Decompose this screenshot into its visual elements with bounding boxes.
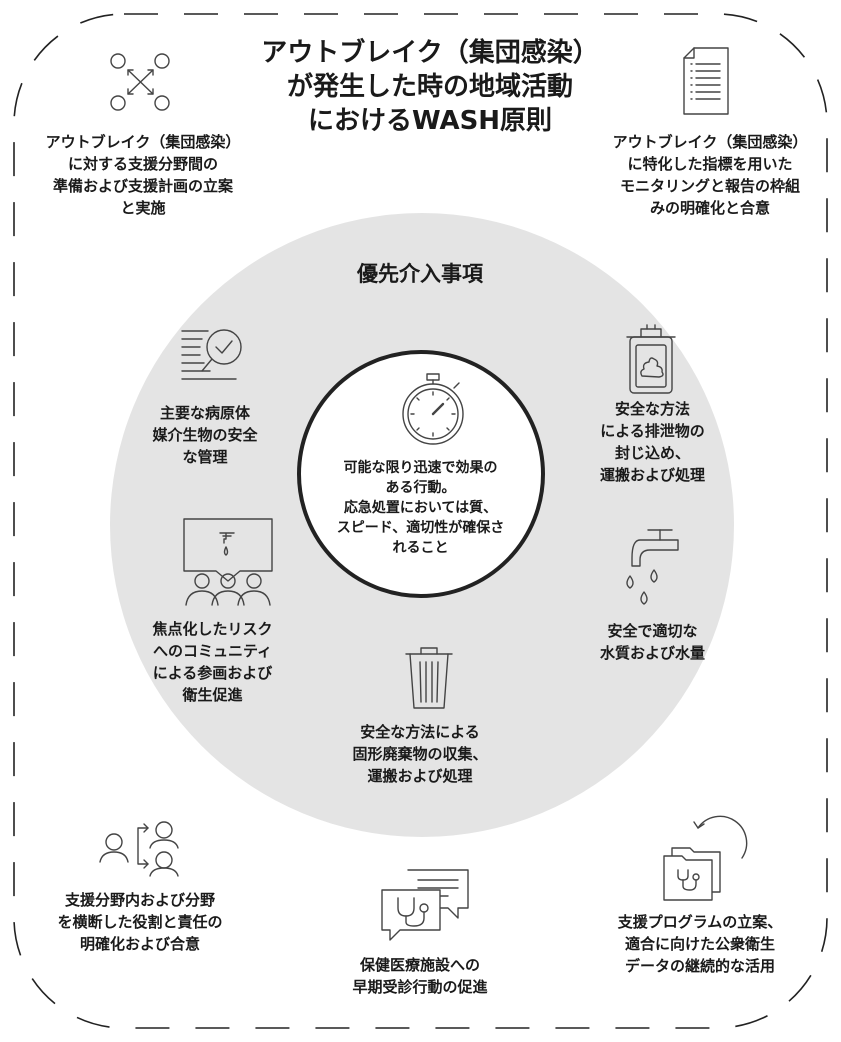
medical-chat-icon — [381, 869, 469, 941]
tap-water-icon — [626, 529, 679, 605]
bottom-right-principle: 支援プログラムの立案、 適合に向けた公衆衛生 データの継続的な活用 — [617, 913, 783, 975]
trash-can-icon — [405, 647, 453, 709]
center-principle: 可能な限り迅速で効果の ある行動。 応急処置においては質、 スピード、適切性が確… — [336, 460, 505, 556]
solid-waste-item: 安全な方法による 固形廃棄物の収集、 運搬および処理 — [352, 723, 488, 785]
priority-heading: 優先介入事項 — [357, 262, 483, 286]
vector-control-item: 主要な病原体 媒介生物の安全 な管理 — [152, 404, 258, 466]
community-engagement-item: 焦点化したリスク へのコミュニティ による参画および 衛生促進 — [152, 620, 273, 704]
document-list-icon — [683, 47, 729, 115]
diagram-title: アウトブレイク（集団感染） が発生した時の地域活動 におけるWASH原則 — [261, 38, 599, 136]
magnifier-check-icon — [181, 329, 242, 380]
stopwatch-icon — [402, 373, 464, 445]
bottom-center-principle: 保健医療施設への 早期受診行動の促進 — [352, 956, 488, 996]
top-right-principle: アウトブレイク（集団感染） に特化した指標を用いた モニタリングと報告の枠組 み… — [612, 133, 808, 217]
waste-bin-icon — [626, 324, 676, 394]
bottom-left-principle: 支援分野内および分野 を横断した役割と責任の 明確化および合意 — [57, 891, 223, 953]
cross-arrows-icon — [110, 53, 170, 111]
community-presentation-icon — [183, 518, 273, 606]
top-left-principle: アウトブレイク（集団感染） に対する支援分野間の 準備および支援計画の立案 と実… — [45, 133, 241, 217]
team-roles-icon — [99, 821, 179, 877]
water-quality-item: 安全で適切な 水質および水量 — [599, 622, 705, 662]
folders-cycle-icon — [663, 815, 748, 901]
excreta-management-item: 安全な方法 による排泄物の 封じ込め、 運搬および処理 — [599, 400, 705, 484]
